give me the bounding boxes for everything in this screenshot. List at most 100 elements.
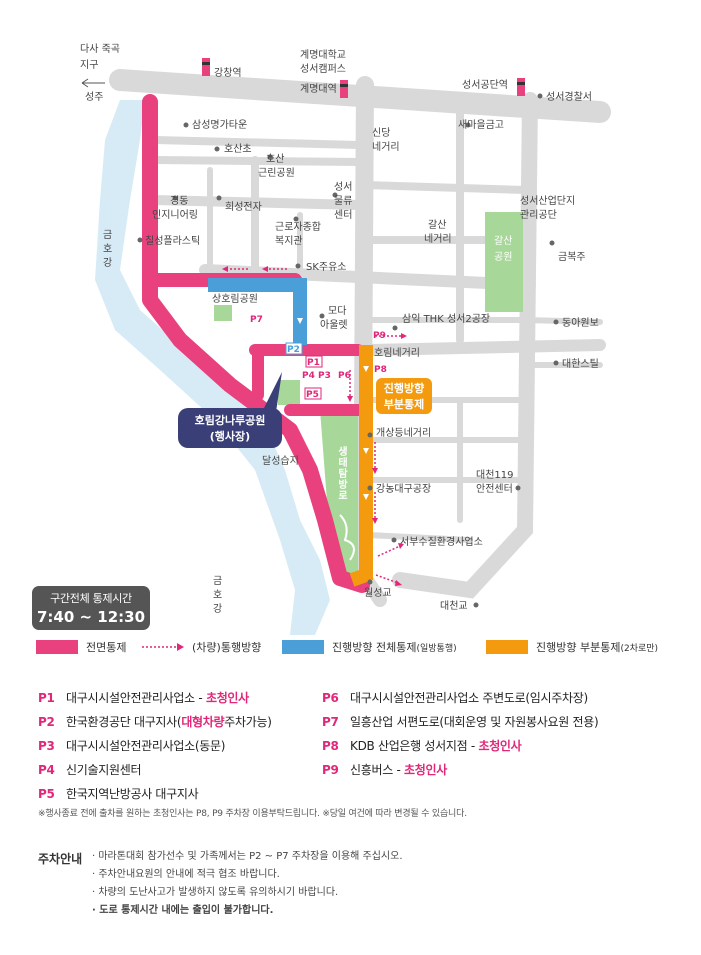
label-hosan-park-2: 근린공원 <box>258 167 295 179</box>
label-geumbok: 금복주 <box>558 251 586 263</box>
legend-full-closure: 전면통제 <box>36 636 126 658</box>
label-kyungdong-2: 인지니어링 <box>152 209 198 221</box>
label-galsan-park-1: 갈산 <box>494 234 512 247</box>
marker-p5: P5 <box>306 390 319 400</box>
label-sindang-2: 네거리 <box>372 141 400 153</box>
label-seongju: 성주 <box>85 91 103 103</box>
label-dalseong: 달성습지 <box>262 455 299 467</box>
partial-closure-label-1: 진행방향 <box>384 381 424 395</box>
label-fire-2: 안전센터 <box>476 483 513 495</box>
label-hosan-school: 호산초 <box>224 143 252 155</box>
legend-flow-label: (차량)통행방향 <box>192 641 262 654</box>
label-sanghori: 상호림공원 <box>212 293 258 305</box>
control-time-label: 구간전체 통제시간 <box>50 592 132 605</box>
venue-badge <box>178 408 282 448</box>
label-hyosung: 희성전자 <box>225 201 262 213</box>
legend: 전면통제 (차량)통행방향 진행방향 전체통제 (일방통행) 진행방향 부분통제… <box>36 636 686 660</box>
control-time-box: 구간전체 통제시간 7:40 ~ 12:30 <box>32 586 150 630</box>
left-arrow-icon <box>81 78 105 88</box>
legend-direction-full-label: 진행방향 전체통제 <box>332 641 417 654</box>
direction-full-closure-route <box>208 278 307 345</box>
label-moda-1: 모다 <box>328 305 346 317</box>
subway-icon <box>202 58 525 98</box>
river <box>95 100 330 635</box>
label-sindang-1: 신당 <box>372 127 390 139</box>
flow-arrowheads <box>222 266 407 586</box>
label-keimyung-2: 성서캠퍼스 <box>300 63 346 75</box>
label-samsung-apt: 삼성명가타운 <box>192 119 247 131</box>
partial-closure-label-2: 부분통제 <box>384 397 424 411</box>
legend-direction-full: 진행방향 전체통제 (일방통행) <box>282 636 457 658</box>
ecotrail-label: 생태탐방로 <box>336 445 348 501</box>
label-logistics-2: 물류 <box>334 195 352 207</box>
label-sk: SK주유소 <box>306 261 347 273</box>
traffic-control-map: 다사 죽곡 지구 성주 강창역 계명대학교 성서캠퍼스 계명대역 성서공단역 성… <box>80 43 611 635</box>
legend-swatch-full <box>36 640 78 654</box>
label-thk: 삼익 THK 성서2공장 <box>402 313 490 325</box>
label-river-1-a: 금 <box>103 229 112 241</box>
galsan-park <box>485 212 523 312</box>
label-bank: 새마을금고 <box>458 119 504 131</box>
label-gangnong: 강농대구공장 <box>376 483 431 495</box>
marker-p4: P4 <box>302 371 315 381</box>
label-logistics-1: 성서 <box>334 181 352 193</box>
label-gaesang: 개상등네거리 <box>376 427 431 439</box>
guide-item-2: · 주차안내요원의 안내에 적극 협조 바랍니다. <box>92 869 280 880</box>
label-gangchang: 강창역 <box>214 67 242 79</box>
marker-p3: P3 <box>318 371 331 381</box>
label-river-2-a: 금 <box>213 575 222 587</box>
flow-arrows <box>226 268 403 584</box>
legend-full-label: 전면통제 <box>86 641 127 654</box>
label-water-office: 서부수질환경사업소 <box>400 535 483 548</box>
label-dasa: 다사 죽곡 <box>80 43 120 55</box>
marker-p2: P2 <box>287 345 300 355</box>
label-logistics-3: 센터 <box>334 209 352 221</box>
guide-item-4: · 도로 통제시간 내에는 출입이 불가합니다. <box>92 905 274 916</box>
label-river-1-c: 강 <box>103 257 112 269</box>
eco-trail-path <box>339 514 355 561</box>
label-dongawonbo: 동아원보 <box>562 317 599 329</box>
label-daecheon: 대천교 <box>440 600 468 612</box>
legend-swatch-direction-full <box>282 640 324 654</box>
small-park-1 <box>214 305 232 321</box>
parking-note: ※행사종료 전에 출차를 원하는 초청인사는 P8, P9 주차장 이용부탁드립… <box>38 809 467 819</box>
venue-name: 호림강나루공원 <box>195 413 266 427</box>
label-galsan-park-2: 공원 <box>494 251 512 263</box>
eco-trail-park <box>320 410 358 575</box>
legend-direction-full-note: (일방통행) <box>416 643 457 654</box>
guide-item-3: · 차량의 도난사고가 발생하지 않도록 유의하시기 바랍니다. <box>92 887 339 898</box>
label-jigu: 지구 <box>80 59 98 71</box>
closure-arrows <box>297 318 369 500</box>
label-keimyung-station: 계명대역 <box>300 83 337 95</box>
parking-guide-title: 주차안내 <box>38 852 83 866</box>
svg-text:생태탐방로: 생태탐방로 <box>336 445 348 501</box>
label-welfare-2: 복지관 <box>275 235 303 247</box>
map-labels: 다사 죽곡 지구 성주 강창역 계명대학교 성서캠퍼스 계명대역 성서공단역 성… <box>80 43 599 615</box>
parking-guide-list: · 마라톤대회 참가선수 및 가족께서는 P2 ~ P7 주차장을 이용해 주십… <box>92 850 403 922</box>
venue-subtitle: (행사장) <box>210 429 250 443</box>
legend-flow: (차량)통행방향 <box>140 636 261 658</box>
partial-closure-box <box>376 378 432 414</box>
label-keimyung-1: 계명대학교 <box>300 49 346 61</box>
label-daehan: 대한스틸 <box>562 357 599 370</box>
place-dots <box>137 93 559 608</box>
label-galsan-2: 네거리 <box>424 233 452 245</box>
label-wolseong: 월성교 <box>364 587 392 599</box>
label-horim: 호림네거리 <box>374 347 420 359</box>
guide-item-1: · 마라톤대회 참가선수 및 가족께서는 P2 ~ P7 주차장을 이용해 주십… <box>92 851 403 862</box>
label-corp-1: 성서산업단지 <box>520 194 575 207</box>
legend-direction-partial-label: 진행방향 부분통제 <box>536 641 621 654</box>
direction-partial-closure-route <box>349 345 373 587</box>
legend-swatch-direction-partial <box>486 640 528 654</box>
label-kyungdong-1: 경동 <box>170 194 188 207</box>
venue-pointer <box>262 372 282 412</box>
